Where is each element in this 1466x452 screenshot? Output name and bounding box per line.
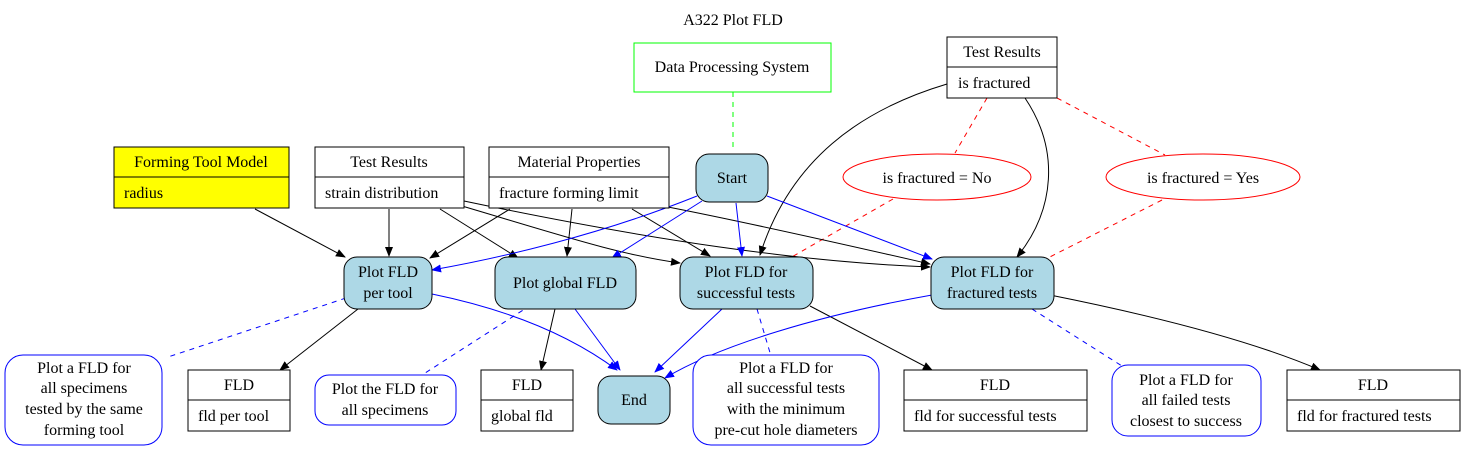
edge-material-global: [563, 208, 573, 257]
test-results-top-title: Test Results: [963, 44, 1041, 61]
edge-note-global: [421, 304, 532, 376]
note-success-line-1: Plot a FLD for: [739, 360, 833, 377]
edge-material-success: [631, 208, 711, 257]
end-label: End: [621, 392, 647, 409]
edge-note-success: [756, 308, 772, 357]
forming-tool-model-node[interactable]: Forming Tool Model radius: [113, 146, 290, 209]
edge-fractured-end: [664, 294, 933, 379]
edge-note-fractured: [1031, 308, 1123, 367]
edge-results-guard-yes: [1056, 97, 1166, 156]
edges: [167, 83, 1321, 379]
note-fractured-line-3: closest to success: [1130, 413, 1242, 430]
edge-results-guard-no: [954, 97, 988, 154]
material-properties-attr: fracture forming limit: [499, 185, 639, 202]
forming-tool-model-title: Forming Tool Model: [134, 154, 268, 171]
note-global-line-1: Plot the FLD for: [332, 381, 439, 398]
plot-global-line-1: Plot global FLD: [513, 275, 617, 292]
test-results-top-node[interactable]: Test Results is fractured: [946, 36, 1058, 99]
note-per-tool-line-2: all specimens: [41, 380, 128, 397]
fld-success-title: FLD: [980, 377, 1010, 394]
note-success-line-2: all successful tests: [727, 380, 845, 397]
edge-guard-yes-fractured: [1039, 199, 1163, 263]
note-success-line-3: with the minimum: [727, 401, 846, 418]
note-success-line-4: pre-cut hole diameters: [714, 422, 857, 439]
note-global-node[interactable]: Plot the FLD for all specimens: [314, 374, 457, 426]
note-per-tool-line-1: Plot a FLD for: [37, 360, 131, 377]
guard-yes-label: is fractured = Yes: [1147, 170, 1259, 187]
note-global-line-2: all specimens: [342, 402, 429, 419]
forming-tool-model-attr: radius: [124, 185, 163, 202]
plot-fractured-node[interactable]: Plot FLD for fractured tests: [930, 256, 1055, 310]
material-properties-title: Material Properties: [517, 154, 640, 171]
note-fractured-node[interactable]: Plot a FLD for all failed tests closest …: [1111, 364, 1262, 437]
fld-per-tool-node[interactable]: FLD fld per tool: [187, 369, 291, 432]
fld-fractured-attr: fld for fractured tests: [1297, 408, 1432, 425]
edge-guard-no-success: [789, 198, 894, 259]
guard-no-label: is fractured = No: [883, 170, 992, 187]
edge-strain-global: [439, 208, 519, 259]
guard-no-node[interactable]: is fractured = No: [842, 153, 1032, 201]
edge-note-per-tool: [167, 297, 347, 358]
start-node[interactable]: Start: [695, 153, 769, 203]
diagram-title: A322 Plot FLD: [683, 12, 783, 29]
fld-per-tool-attr: fld per tool: [198, 408, 270, 425]
fld-per-tool-title: FLD: [224, 377, 254, 394]
edge-strain-fractured: [463, 200, 931, 271]
edge-per-tool-end: [431, 293, 618, 371]
fld-success-attr: fld for successful tests: [914, 408, 1057, 425]
test-results-mid-attr: strain distribution: [325, 185, 438, 202]
fld-success-node[interactable]: FLD fld for successful tests: [903, 369, 1088, 432]
note-per-tool-line-4: forming tool: [44, 422, 125, 439]
data-processing-system-node[interactable]: Data Processing System: [633, 42, 832, 93]
fld-fractured-title: FLD: [1358, 377, 1388, 394]
edge-fractured-fld: [1049, 294, 1321, 371]
plot-per-tool-node[interactable]: Plot FLD per tool: [343, 256, 433, 310]
edge-start-success: [735, 202, 745, 257]
fld-fractured-node[interactable]: FLD fld for fractured tests: [1286, 369, 1461, 432]
fld-global-node[interactable]: FLD global fld: [480, 369, 574, 432]
test-results-mid-title: Test Results: [350, 154, 428, 171]
start-label: Start: [717, 170, 748, 187]
plot-per-tool-line-1: Plot FLD: [358, 264, 418, 281]
plot-success-node[interactable]: Plot FLD for successful tests: [679, 256, 814, 310]
material-properties-node[interactable]: Material Properties fracture forming lim…: [488, 146, 670, 209]
plot-fractured-line-1: Plot FLD for: [951, 264, 1034, 281]
end-node[interactable]: End: [597, 375, 671, 425]
fld-global-attr: global fld: [491, 408, 553, 425]
note-per-tool-node[interactable]: Plot a FLD for all specimens tested by t…: [4, 354, 163, 446]
edge-per-tool-fld: [279, 308, 359, 371]
plot-global-node[interactable]: Plot global FLD: [494, 256, 637, 310]
edge-tool-per-tool: [254, 208, 346, 258]
edge-results-success: [758, 83, 948, 256]
edge-global-end: [574, 308, 621, 371]
note-success-node[interactable]: Plot a FLD for all successful tests with…: [692, 354, 880, 446]
plot-per-tool-line-2: per tool: [363, 285, 413, 302]
guard-yes-node[interactable]: is fractured = Yes: [1105, 153, 1301, 201]
plot-fractured-line-2: fractured tests: [947, 285, 1037, 302]
edge-material-fractured: [667, 206, 931, 266]
edge-start-fractured: [766, 195, 933, 260]
note-fractured-line-2: all failed tests: [1142, 392, 1231, 409]
plot-success-line-1: Plot FLD for: [705, 264, 788, 281]
edge-material-per-tool: [429, 208, 511, 259]
note-fractured-line-1: Plot a FLD for: [1139, 372, 1233, 389]
test-results-mid-node[interactable]: Test Results strain distribution: [314, 146, 465, 209]
fld-global-title: FLD: [512, 377, 542, 394]
edge-success-end: [654, 308, 723, 373]
test-results-top-attr: is fractured: [958, 75, 1030, 92]
edge-global-fld: [539, 308, 556, 371]
data-processing-system-label: Data Processing System: [655, 59, 810, 76]
edge-start-global: [611, 200, 703, 259]
plot-success-line-2: successful tests: [697, 285, 795, 302]
edge-results-fractured: [1016, 97, 1050, 258]
note-per-tool-line-3: tested by the same: [25, 401, 143, 418]
edge-start-per-tool: [431, 195, 698, 273]
